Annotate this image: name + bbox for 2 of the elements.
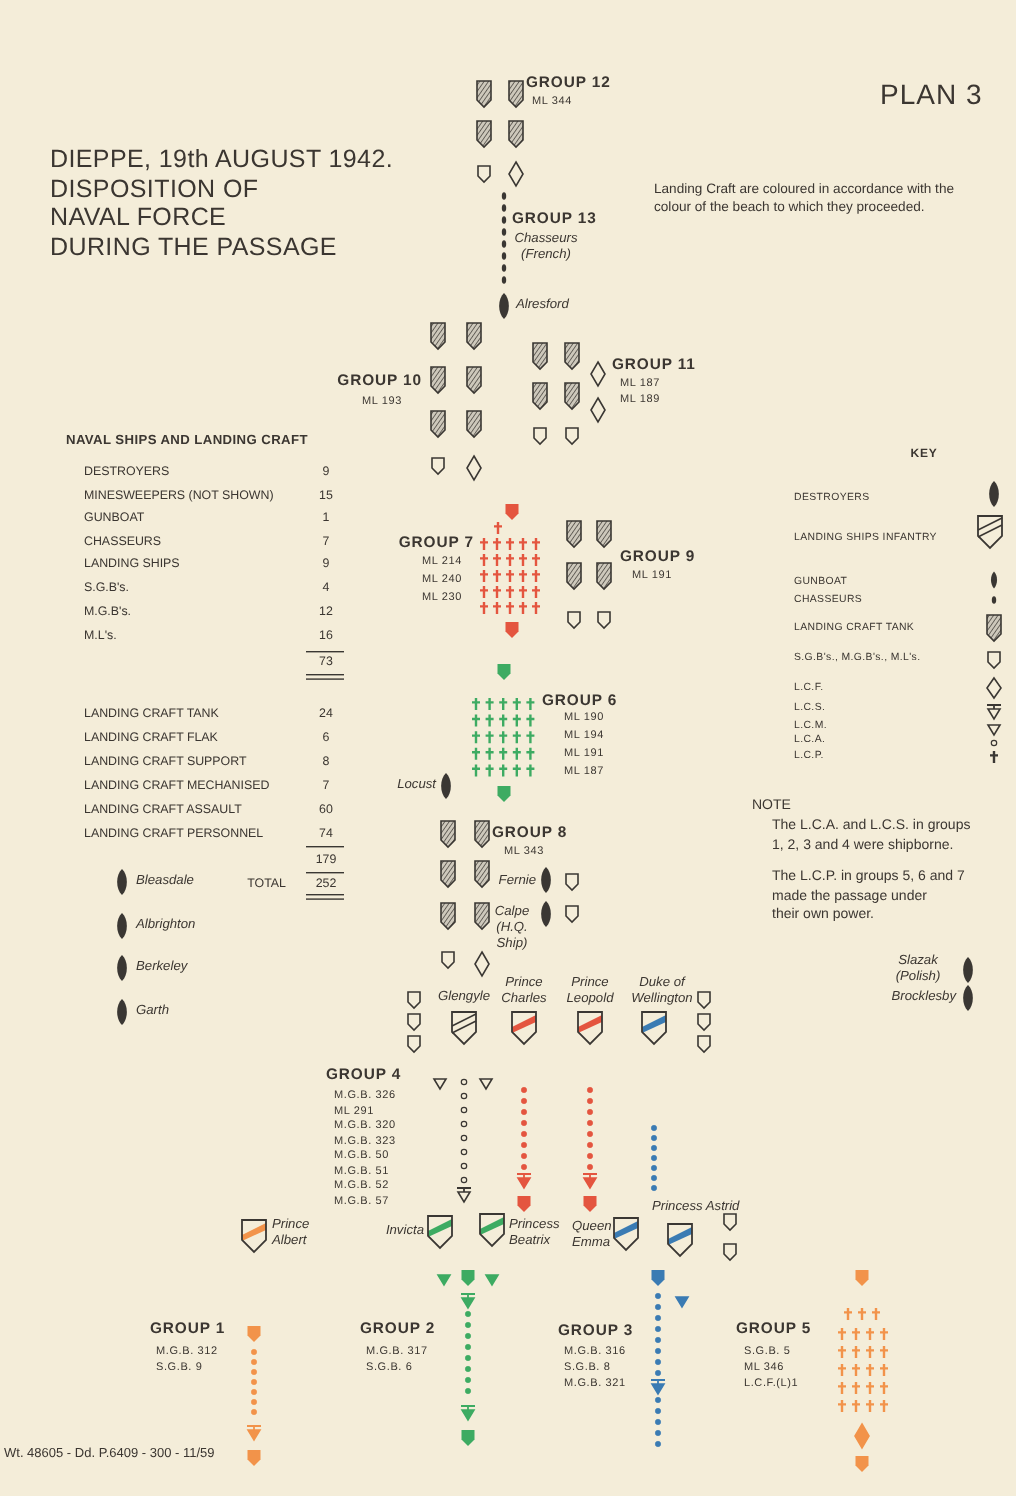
- plan-number: PLAN 3: [880, 77, 983, 111]
- title: DIEPPE, 19th AUGUST 1942. DISPOSITION OF NAVAL FORCE DURING THE PASSAGE: [50, 145, 394, 263]
